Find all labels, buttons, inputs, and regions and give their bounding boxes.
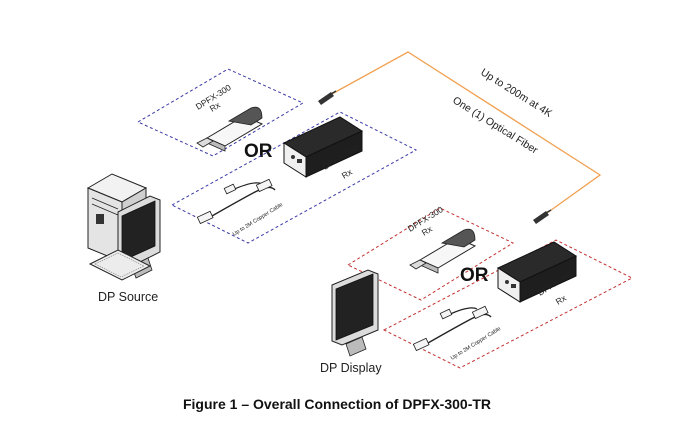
- fiber-connector-bottom: [533, 209, 552, 224]
- figure-caption: Figure 1 – Overall Connection of DPFX-30…: [182, 396, 492, 412]
- source-box-frame: [170, 111, 418, 244]
- source-box-device: [282, 116, 364, 178]
- dp-display-label: DP Display: [320, 361, 382, 375]
- source-cable-label: Up to 2M Copper Cable: [232, 202, 284, 238]
- display-dongle-frame: [346, 207, 515, 301]
- display-dongle-option: DPFX-300 Rx: [406, 204, 477, 274]
- display-cable-label: Up to 2M Copper Cable: [450, 326, 502, 362]
- fiber-connector-top: [318, 90, 337, 105]
- display-dongle-device: [409, 228, 477, 274]
- display-box-role: Rx: [554, 292, 569, 306]
- source-dongle-device: [196, 106, 264, 152]
- source-box-role: Rx: [340, 166, 355, 180]
- display-copper-cable: [412, 305, 492, 352]
- source-copper-cable: [196, 178, 276, 225]
- dp-display-monitor: [331, 269, 379, 357]
- fiber-distance-label: Up to 200m at 4K: [478, 66, 554, 119]
- source-or-label: OR: [244, 141, 273, 162]
- display-box-device: [496, 241, 578, 303]
- dp-source-computer: [86, 173, 161, 281]
- optical-fiber-cable: [329, 51, 602, 214]
- dp-source-label: DP Source: [98, 290, 158, 304]
- display-or-label: OR: [460, 265, 489, 286]
